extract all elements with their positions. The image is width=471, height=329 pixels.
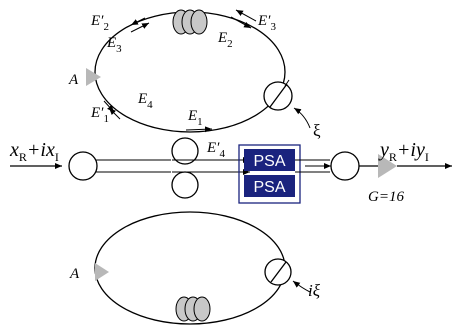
top-amplifier-icon <box>86 68 101 86</box>
bottom-phase-control-arrow <box>292 280 311 293</box>
top-phase-label: ξ <box>313 121 321 140</box>
top-phase-control-arrow <box>293 107 311 129</box>
bottom-fiber-loop <box>94 211 311 325</box>
bottom-fiber-spool-icon <box>175 296 211 322</box>
field-label-e3-prime: E′3 <box>257 13 276 33</box>
field-label-e4-prime: E′4 <box>206 140 225 160</box>
field-label-e2-prime: E′2 <box>90 13 109 33</box>
output-amplifier-icon <box>378 154 397 178</box>
bottom-phase-shifter-icon <box>264 258 292 286</box>
psa-block-1-label: PSA <box>253 153 285 170</box>
output-signal-label: yR+iyI <box>378 139 429 164</box>
top-phase-shifter-icon <box>263 79 293 111</box>
psa-block-2-label: PSA <box>253 179 285 196</box>
signal-path: PSA PSA <box>10 137 452 204</box>
psa-block-1: PSA <box>244 149 295 171</box>
field-label-e1: E1 <box>187 108 203 128</box>
field-label-e4: E4 <box>137 91 153 111</box>
field-label-e2: E2 <box>217 30 233 50</box>
top-amplifier-label: A <box>68 72 79 88</box>
input-signal-label: xR+ixI <box>9 139 59 164</box>
bottom-amplifier-label: A <box>69 266 80 282</box>
top-loop-coupler <box>171 137 199 165</box>
field-label-e3: E3 <box>106 35 122 55</box>
bottom-phase-label: iξ <box>308 281 321 300</box>
bottom-loop-coupler <box>171 171 199 199</box>
input-coupler <box>68 151 98 181</box>
field-label-e1-prime: E′1 <box>90 105 109 125</box>
psa-frame <box>238 144 301 204</box>
top-fiber-spool-icon <box>172 9 208 35</box>
output-coupler <box>330 151 360 181</box>
gain-label: G=16 <box>368 189 404 205</box>
top-loop-field-arrows <box>103 9 257 133</box>
top-fiber-loop <box>86 9 311 133</box>
psa-block-2: PSA <box>244 175 295 197</box>
bottom-amplifier-icon <box>95 263 109 281</box>
